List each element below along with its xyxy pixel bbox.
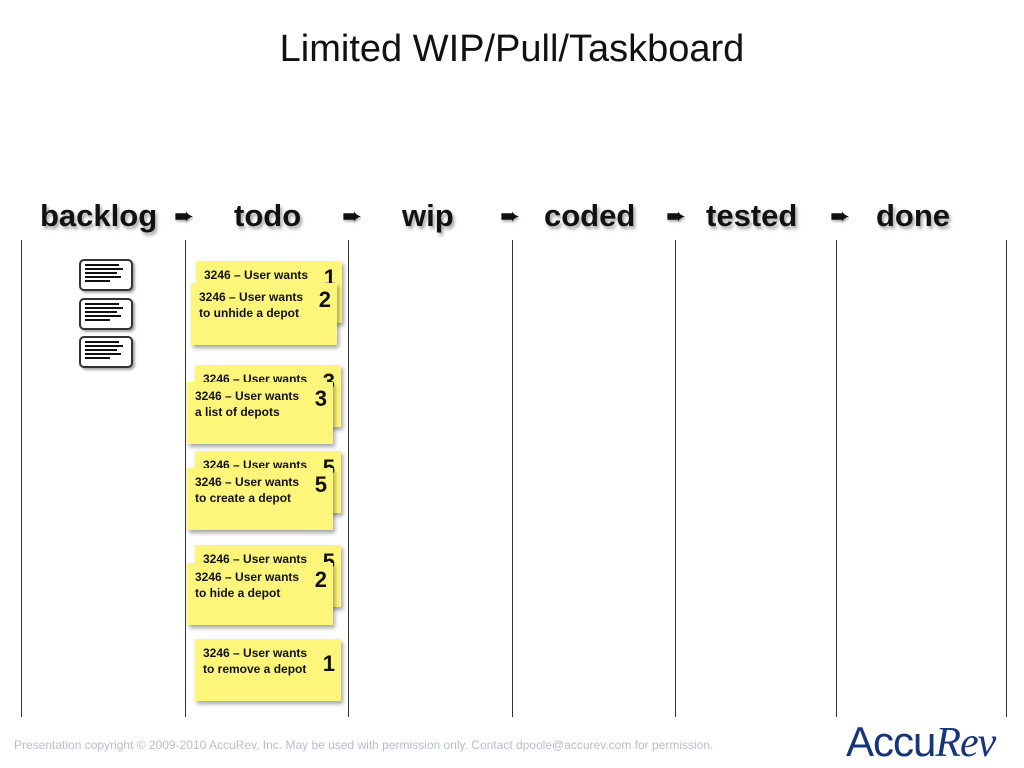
arrow-right-icon: ➨ xyxy=(174,203,195,230)
logo-accu: Accu xyxy=(846,718,936,765)
arrow-right-icon: ➨ xyxy=(500,203,521,230)
column-divider xyxy=(1006,240,1007,717)
story-card-points: 1 xyxy=(322,651,335,676)
accurev-logo: AccuRev xyxy=(846,718,996,767)
arrow-right-icon: ➨ xyxy=(830,203,851,230)
story-card-text: 3246 – User wants xyxy=(203,552,308,566)
column-header-done: done xyxy=(876,198,951,233)
story-card-text: 3246 – User wants to unhide a depot xyxy=(199,290,304,320)
column-divider xyxy=(836,240,837,717)
story-card-points: 2 xyxy=(318,287,331,312)
column-divider xyxy=(21,240,22,717)
column-header-wip: wip xyxy=(402,198,454,233)
column-divider xyxy=(185,240,186,717)
story-card-points: 5 xyxy=(314,472,327,497)
story-card[interactable]: 3246 – User wants to unhide a depot 2 xyxy=(191,283,337,345)
arrow-right-icon: ➨ xyxy=(342,203,363,230)
story-card-text: 3246 – User wants to remove a depot xyxy=(203,646,308,676)
column-header-tested: tested xyxy=(706,198,798,233)
column-divider xyxy=(675,240,676,717)
story-card[interactable]: 3246 – User wants to remove a depot 1 xyxy=(195,639,341,701)
story-card-text: 3246 – User wants to create a depot xyxy=(195,475,300,505)
slide-title: Limited WIP/Pull/Taskboard xyxy=(279,28,745,70)
backlog-document-icon xyxy=(79,259,133,291)
column-divider xyxy=(512,240,513,717)
story-card-text: 3246 – User wants xyxy=(204,268,309,282)
story-card[interactable]: 3246 – User wants a list of depots 3 xyxy=(187,382,333,444)
backlog-document-icon xyxy=(79,336,133,368)
column-header-backlog: backlog xyxy=(40,198,158,233)
story-card[interactable]: 3246 – User wants to create a depot 5 xyxy=(187,468,333,530)
story-card[interactable]: 3246 – User wants to hide a depot 2 xyxy=(187,563,333,625)
story-card-points: 3 xyxy=(314,386,327,411)
story-card-points: 2 xyxy=(314,567,327,592)
story-card-text: 3246 – User wants a list of depots xyxy=(195,389,300,419)
column-header-todo: todo xyxy=(234,198,302,233)
column-header-coded: coded xyxy=(544,198,636,233)
story-card-text: 3246 – User wants to hide a depot xyxy=(195,570,300,600)
logo-rev: Rev xyxy=(935,720,996,766)
column-divider xyxy=(348,240,349,717)
footer-copyright: Presentation copyright © 2009-2010 AccuR… xyxy=(14,738,714,752)
arrow-right-icon: ➨ xyxy=(666,203,687,230)
backlog-document-icon xyxy=(79,298,133,330)
